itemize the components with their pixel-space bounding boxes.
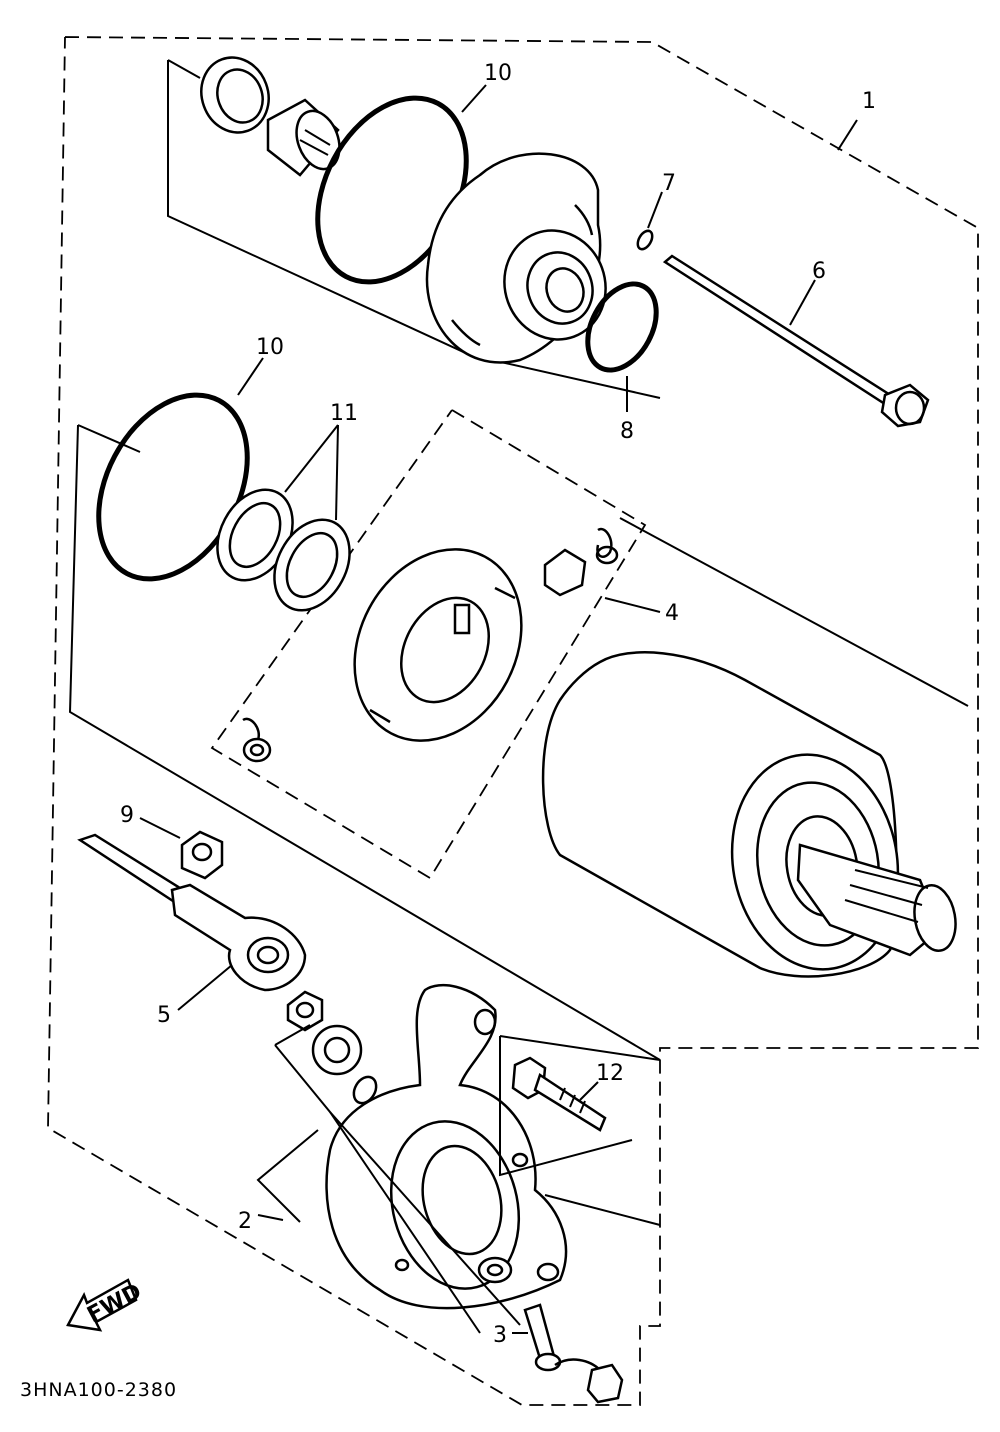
leader-lines [139, 84, 858, 1334]
fwd-arrow-icon: FWD [66, 1278, 146, 1332]
callout-5: 5 [157, 1003, 171, 1028]
callout-2: 2 [238, 1209, 252, 1234]
washer-upper [286, 990, 324, 1032]
callout-12: 12 [596, 1061, 624, 1086]
small-o-ring [636, 229, 654, 251]
washers [216, 488, 351, 612]
brush-group-outline [68, 424, 661, 1061]
callout-10-middle: 10 [256, 335, 284, 360]
brush-holder-plate [353, 548, 523, 742]
small-o-ring-rear [352, 1075, 378, 1105]
rear-cover [325, 983, 568, 1310]
brush-spring-lower [242, 717, 272, 763]
callout-3: 3 [493, 1323, 507, 1348]
part-number-code: 3HNA100-2380 [20, 1379, 177, 1401]
callout-1: 1 [862, 89, 876, 114]
long-bolt [662, 254, 930, 428]
armature-yoke [541, 651, 957, 978]
assembly-boundary [47, 36, 979, 1406]
callout-7: 7 [662, 171, 676, 196]
starter-cable [77, 833, 307, 992]
callout-6: 6 [812, 259, 826, 284]
bolt-12-group-outline [499, 1036, 633, 1177]
front-cover [425, 152, 607, 364]
callout-8: 8 [620, 419, 634, 444]
terminal-brush [554, 1358, 624, 1404]
callout-11: 11 [330, 401, 358, 426]
callout-9: 9 [120, 803, 134, 828]
brush-block [543, 548, 587, 597]
bolt-12 [511, 1056, 607, 1132]
terminal-bolt [523, 1303, 562, 1372]
bushing [311, 1024, 363, 1076]
needle-bearing [266, 98, 341, 177]
oil-seal [200, 56, 270, 134]
callout-10-upper: 10 [484, 61, 512, 86]
nut-9 [180, 830, 224, 880]
front-cover-group-outline [167, 60, 661, 399]
o-ring-8 [585, 281, 659, 373]
callout-4: 4 [665, 601, 679, 626]
brush-spring-upper [595, 527, 619, 565]
